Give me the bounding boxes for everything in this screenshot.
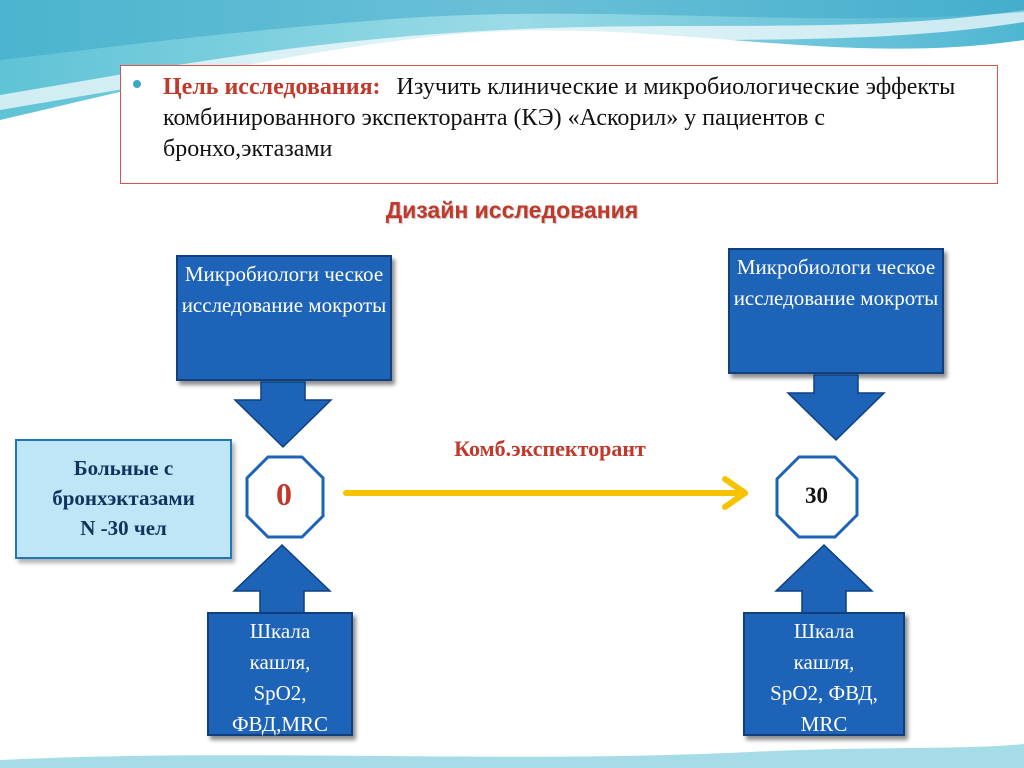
assessment-left-line-1: Шкала <box>249 619 311 643</box>
assessment-right-line-1: Шкала <box>793 619 855 643</box>
study-goal-description: Изучить клинические и микробиологические… <box>163 74 956 162</box>
up-arrow-left <box>232 543 332 614</box>
sputum-analysis-box-right: Микробиологи ческое исследование мокроты <box>728 248 944 374</box>
header-wave-decoration <box>0 0 1024 120</box>
day-start-label: 0 <box>276 476 292 512</box>
patients-line-1: Больные с <box>73 456 174 480</box>
assessment-left-line-2: кашля, <box>249 650 311 674</box>
patients-line-2: бронхэктазами <box>52 486 195 510</box>
down-arrow-right <box>786 374 886 442</box>
design-title: Дизайн исследования <box>385 197 639 223</box>
assessment-right-line-2: кашля, <box>793 650 855 674</box>
patients-box: Больные с бронхэктазами N -30 чел <box>15 439 232 559</box>
assessment-left-line-3: SpO2, <box>253 681 307 705</box>
timeline-arrow <box>343 476 748 510</box>
therapy-label: Комб.экспекторант <box>454 436 646 461</box>
study-goal-text: Цель исследования:Изучить клинические и … <box>163 72 983 165</box>
patients-count: N -30 чел <box>80 516 167 540</box>
assessment-right-line-3: SpO2, ФВД, <box>770 681 878 705</box>
assessment-box-right: Шкала кашля, SpO2, ФВД, MRC <box>743 612 905 736</box>
down-arrow-left <box>233 381 333 449</box>
assessment-right-line-4: MRC <box>800 712 848 736</box>
footer-wave-decoration <box>0 744 1024 768</box>
day-start-octagon <box>245 455 325 539</box>
bullet-icon <box>133 80 141 88</box>
study-goal-label: Цель исследования: <box>163 74 381 100</box>
study-goal-box: Цель исследования:Изучить клинические и … <box>120 65 998 184</box>
day-end-label: 30 <box>805 483 828 508</box>
assessment-box-left: Шкала кашля, SpO2, ФВД,MRC <box>207 612 353 736</box>
assessment-left-line-4: ФВД,MRC <box>231 712 329 736</box>
sputum-analysis-box-left: Микробиологи ческое исследование мокроты <box>176 255 392 381</box>
day-end-octagon <box>775 455 859 539</box>
up-arrow-right <box>774 543 874 614</box>
